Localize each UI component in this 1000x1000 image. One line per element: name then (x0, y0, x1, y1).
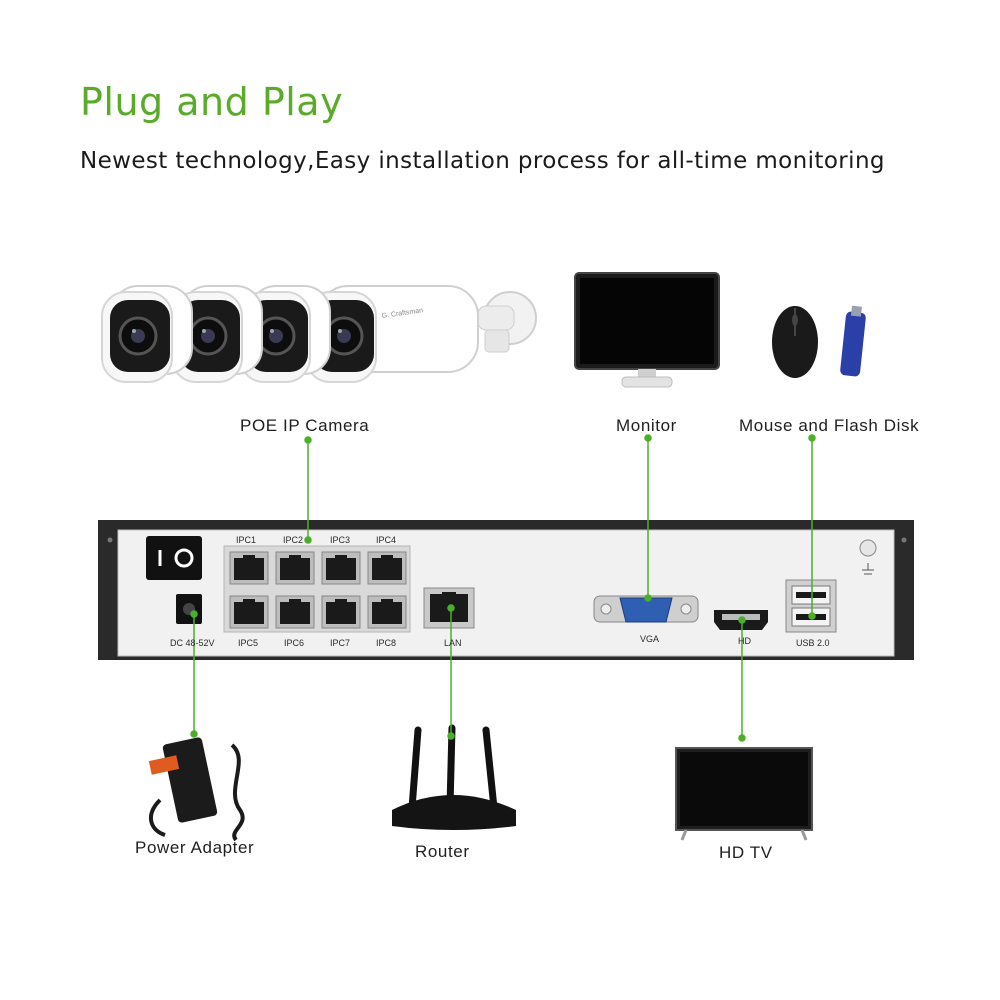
flash-disk-image (840, 305, 866, 377)
nvr-device (98, 520, 914, 660)
mouse-image (772, 306, 818, 378)
port-label-ipc1: IPC1 (236, 535, 257, 545)
poe-port-1 (229, 551, 269, 585)
poe-port-5 (229, 595, 269, 629)
camera-1 (101, 285, 193, 383)
camera-group: G. Craftsman (101, 285, 537, 383)
port-label-usb: USB 2.0 (796, 638, 830, 648)
port-label-ipc2: IPC2 (283, 535, 304, 545)
port-label-ipc6: IPC6 (284, 638, 305, 648)
page-subtitle: Newest technology,Easy installation proc… (80, 148, 885, 174)
page-title: Plug and Play (80, 80, 344, 124)
port-label-lan: LAN (444, 638, 462, 648)
poe-port-8 (367, 595, 407, 629)
power-adapter-image (148, 737, 245, 842)
router-image (392, 724, 516, 830)
port-label-ipc3: IPC3 (330, 535, 351, 545)
camera-4 (305, 285, 479, 383)
hdtv-image (675, 747, 813, 841)
label-poe-ip-camera: POE IP Camera (240, 416, 370, 435)
port-label-dc: DC 48-52V (170, 638, 215, 648)
poe-port-6 (275, 595, 315, 629)
label-mouse-flash-disk: Mouse and Flash Disk (739, 416, 920, 435)
port-label-ipc5: IPC5 (238, 638, 259, 648)
label-hd-tv: HD TV (719, 843, 773, 862)
port-label-ipc7: IPC7 (330, 638, 351, 648)
port-label-ipc8: IPC8 (376, 638, 397, 648)
poe-port-2 (275, 551, 315, 585)
label-power-adapter: Power Adapter (135, 838, 255, 857)
port-label-vga: VGA (640, 634, 660, 644)
poe-port-7 (321, 595, 361, 629)
port-label-ipc4: IPC4 (376, 535, 397, 545)
monitor-image (574, 272, 720, 388)
poe-port-3 (321, 551, 361, 585)
poe-port-4 (367, 551, 407, 585)
label-monitor: Monitor (616, 416, 677, 435)
camera-mount (477, 291, 537, 353)
port-label-hd: HD (738, 636, 751, 646)
connector-lines (190, 434, 816, 742)
label-router: Router (415, 842, 470, 861)
